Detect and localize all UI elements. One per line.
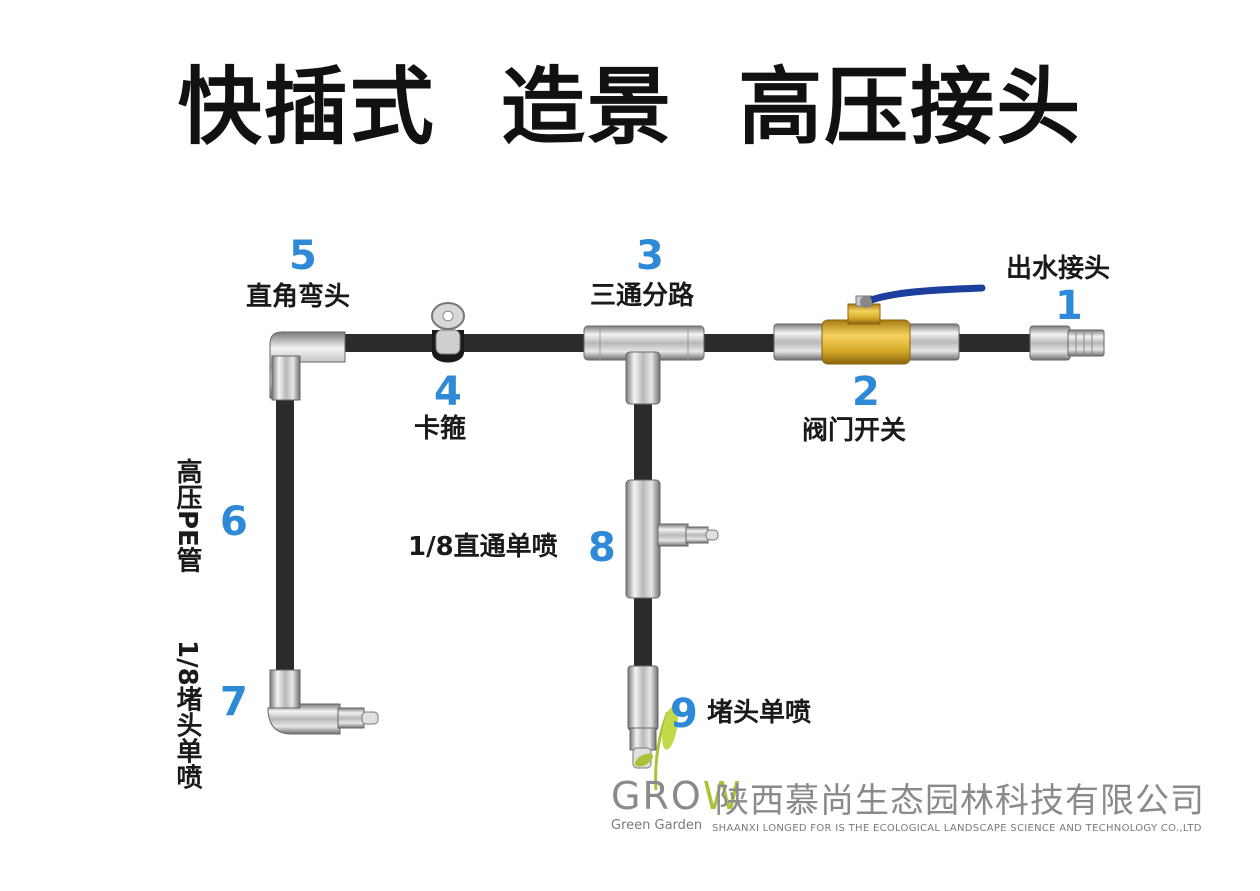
part-number-2: 2 <box>852 369 880 415</box>
logo-company-cn: 陕西慕尚生态园林科技有限公司 <box>715 781 1205 821</box>
right-angle-elbow <box>269 331 346 401</box>
part-label-7: 1/8堵头单喷 <box>172 640 202 790</box>
part-label-1: 出水接头 <box>1006 254 1111 284</box>
part-number-3: 3 <box>636 233 664 279</box>
part-label-5: 直角弯头 <box>246 282 351 312</box>
part-number-6: 6 <box>220 499 248 545</box>
part-label-6: 高压PE管 <box>172 458 202 573</box>
pipe-clamp <box>431 302 465 363</box>
part-number-7: 7 <box>220 679 248 725</box>
logo-tagline: Green Garden <box>611 818 703 833</box>
logo-company-en: SHAANXI LONGED FOR IS THE ECOLOGICAL LAN… <box>712 823 1202 834</box>
outlet-connector <box>1029 325 1105 361</box>
tee-splitter <box>583 325 705 405</box>
part-label-9: 堵头单喷 <box>707 698 812 728</box>
part-number-1: 1 <box>1055 283 1083 329</box>
logo-brand: GROW <box>611 777 742 815</box>
part-label-4: 卡箍 <box>414 414 467 444</box>
logo-brand-gro: GRO <box>611 774 703 818</box>
logo-brand-w: W <box>702 774 743 818</box>
part-number-8: 8 <box>588 525 616 571</box>
logo-sprout-icon <box>634 706 678 791</box>
part-label-2: 阀门开关 <box>802 416 907 446</box>
part-number-9: 9 <box>670 691 698 737</box>
valve-switch <box>773 284 986 365</box>
straight-single-nozzle <box>625 479 719 599</box>
part-label-8: 1/8直通单喷 <box>408 532 558 562</box>
page-title: 快插式 造景 高压接头 <box>177 58 1083 156</box>
pipe-left-vertical <box>276 392 294 680</box>
pe-pipe-network <box>276 334 1055 680</box>
part-number-4: 4 <box>434 369 462 415</box>
part-number-5: 5 <box>289 233 317 279</box>
part-label-3: 三通分路 <box>590 281 695 311</box>
end-plug-elbow-nozzle <box>267 669 379 735</box>
plug-single-nozzle <box>627 665 659 769</box>
